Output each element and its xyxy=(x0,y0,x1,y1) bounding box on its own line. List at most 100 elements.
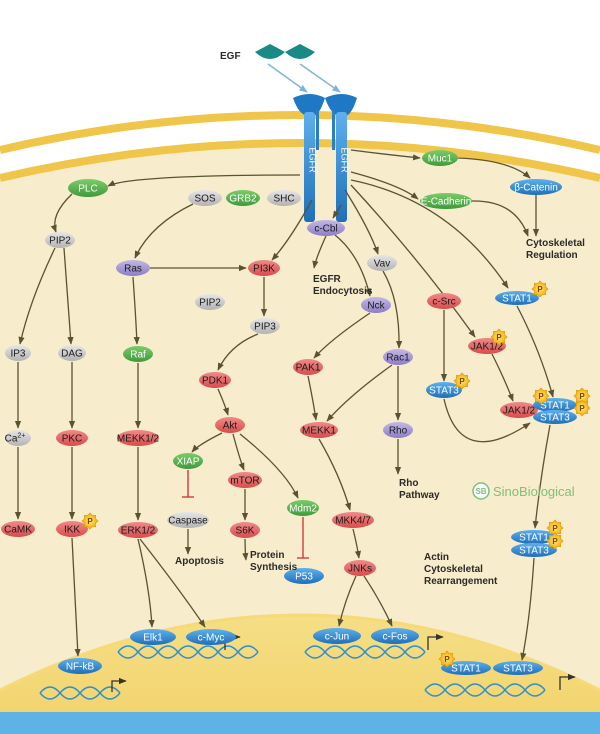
activation-arrow xyxy=(137,538,155,628)
logo-badge: SB xyxy=(475,487,486,496)
node-label: DAG xyxy=(61,349,83,360)
activation-arrow xyxy=(71,537,81,657)
nuclear-envelope xyxy=(0,613,600,692)
cytoskeletal-regulation-label-1: Cytoskeletal xyxy=(526,238,585,249)
node-shape xyxy=(361,297,391,313)
node-jak12-b: JAK1/2 xyxy=(500,402,538,418)
activation-arrow xyxy=(191,432,223,453)
node-shape xyxy=(422,150,458,166)
phospho-label: P xyxy=(459,377,465,386)
node-ecadherin: E-Cadherin xyxy=(420,193,472,209)
phospho-label: P xyxy=(87,517,93,526)
egfr-label-right: EGFR xyxy=(340,147,350,173)
node-mekk12: MEKK1/2 xyxy=(117,430,160,446)
node-label: mTOR xyxy=(230,476,259,487)
node-shape xyxy=(383,349,413,365)
phospho-label: P xyxy=(552,524,558,533)
phospho-star xyxy=(532,387,550,405)
node-label: Mdm2 xyxy=(289,504,317,515)
phospho-star xyxy=(490,328,508,346)
node-label: IP3 xyxy=(10,349,25,360)
activation-arrow xyxy=(350,149,421,161)
transcription-arrow-stat xyxy=(559,673,576,690)
activation-arrow xyxy=(491,353,514,402)
node-mkk47: MKK4/7 xyxy=(332,512,374,528)
node-ras: Ras xyxy=(116,260,150,276)
phosphorylation-badge: P xyxy=(453,372,471,390)
phospho-star xyxy=(573,387,591,405)
activation-arrow xyxy=(318,438,352,511)
dna-helix-mid-left xyxy=(117,645,259,659)
node-label: STAT3 xyxy=(503,664,533,675)
node-cjun: c-Jun xyxy=(313,628,361,644)
phosphorylation-badge: P xyxy=(573,387,591,405)
node-pip3: PIP3 xyxy=(250,318,280,334)
node-shape xyxy=(426,382,462,398)
node-label: PIP3 xyxy=(254,322,276,333)
egf-binding-arrow-2 xyxy=(299,63,341,93)
node-shape xyxy=(226,190,260,206)
node-shape xyxy=(1,521,35,537)
phospho-label: P xyxy=(444,655,450,664)
phospho-label: P xyxy=(537,285,543,294)
node-csrc: c-Src xyxy=(427,293,461,309)
phosphorylation-badge: P xyxy=(438,650,456,668)
node-vav: Vav xyxy=(367,255,397,271)
node-rac1: Rac1 xyxy=(383,349,413,365)
activation-arrow xyxy=(312,235,327,269)
phospho-star xyxy=(546,519,564,537)
node-pak1: PAK1 xyxy=(293,359,323,375)
node-akt: Akt xyxy=(215,417,245,433)
dna-helix-left xyxy=(39,686,121,700)
node-shape xyxy=(199,372,231,388)
node-shape xyxy=(371,628,419,644)
node-cmyc: c-Myc xyxy=(186,629,236,645)
node-shape xyxy=(215,417,245,433)
node-nfkb: NF-kB xyxy=(58,658,102,674)
node-label: ERK1/2 xyxy=(121,526,156,537)
node-shape xyxy=(287,500,319,516)
cell-membrane xyxy=(0,111,600,182)
node-shape xyxy=(313,628,361,644)
phospho-label: P xyxy=(579,392,585,401)
node-label: c-Src xyxy=(432,297,455,308)
protein-synthesis-label-2: Synthesis xyxy=(250,562,298,573)
activation-arrow xyxy=(332,204,342,219)
node-label: JAK1/2 xyxy=(471,342,504,353)
node-label: STAT1 xyxy=(502,294,532,305)
activation-arrow xyxy=(239,433,299,499)
egf-label: EGF xyxy=(220,51,241,62)
node-label: STAT1 xyxy=(519,533,549,544)
activation-arrow xyxy=(63,247,74,345)
node-shape xyxy=(173,453,203,469)
node-label: STAT3 xyxy=(540,413,570,424)
node-shc: SHC xyxy=(267,190,301,206)
node-rho: Rho xyxy=(383,422,413,438)
node-dag: DAG xyxy=(58,345,86,361)
node-label: PDK1 xyxy=(202,376,229,387)
activation-arrow xyxy=(242,538,249,561)
dna-helix-right xyxy=(424,683,546,697)
node-mekk1: MEKK1 xyxy=(300,422,338,438)
node-shape xyxy=(167,512,209,528)
node-nck: Nck xyxy=(361,297,391,313)
phosphorylation-badge: P xyxy=(532,387,550,405)
activation-arrow xyxy=(50,193,73,233)
node-pkc: PKC xyxy=(56,430,88,446)
node-muc1: Muc1 xyxy=(422,150,458,166)
phosphorylation-badge: P xyxy=(546,519,564,537)
node-label: PLC xyxy=(78,184,97,195)
activation-arrow xyxy=(337,575,357,627)
node-label: STAT1 xyxy=(451,664,481,675)
node-shape xyxy=(117,430,159,446)
node-shape xyxy=(130,629,176,645)
node-stat1-d: STAT1 xyxy=(441,661,491,675)
node-stat3-c: STAT3 xyxy=(511,543,557,557)
node-ikk: IKK xyxy=(56,521,88,537)
egfr-endocytosis-label-2: Endocytosis xyxy=(313,286,373,297)
node-shape xyxy=(248,260,280,276)
phospho-star xyxy=(546,532,564,550)
node-label: β-Catenin xyxy=(514,183,558,194)
activation-arrow xyxy=(471,200,529,237)
node-shape xyxy=(332,512,374,528)
